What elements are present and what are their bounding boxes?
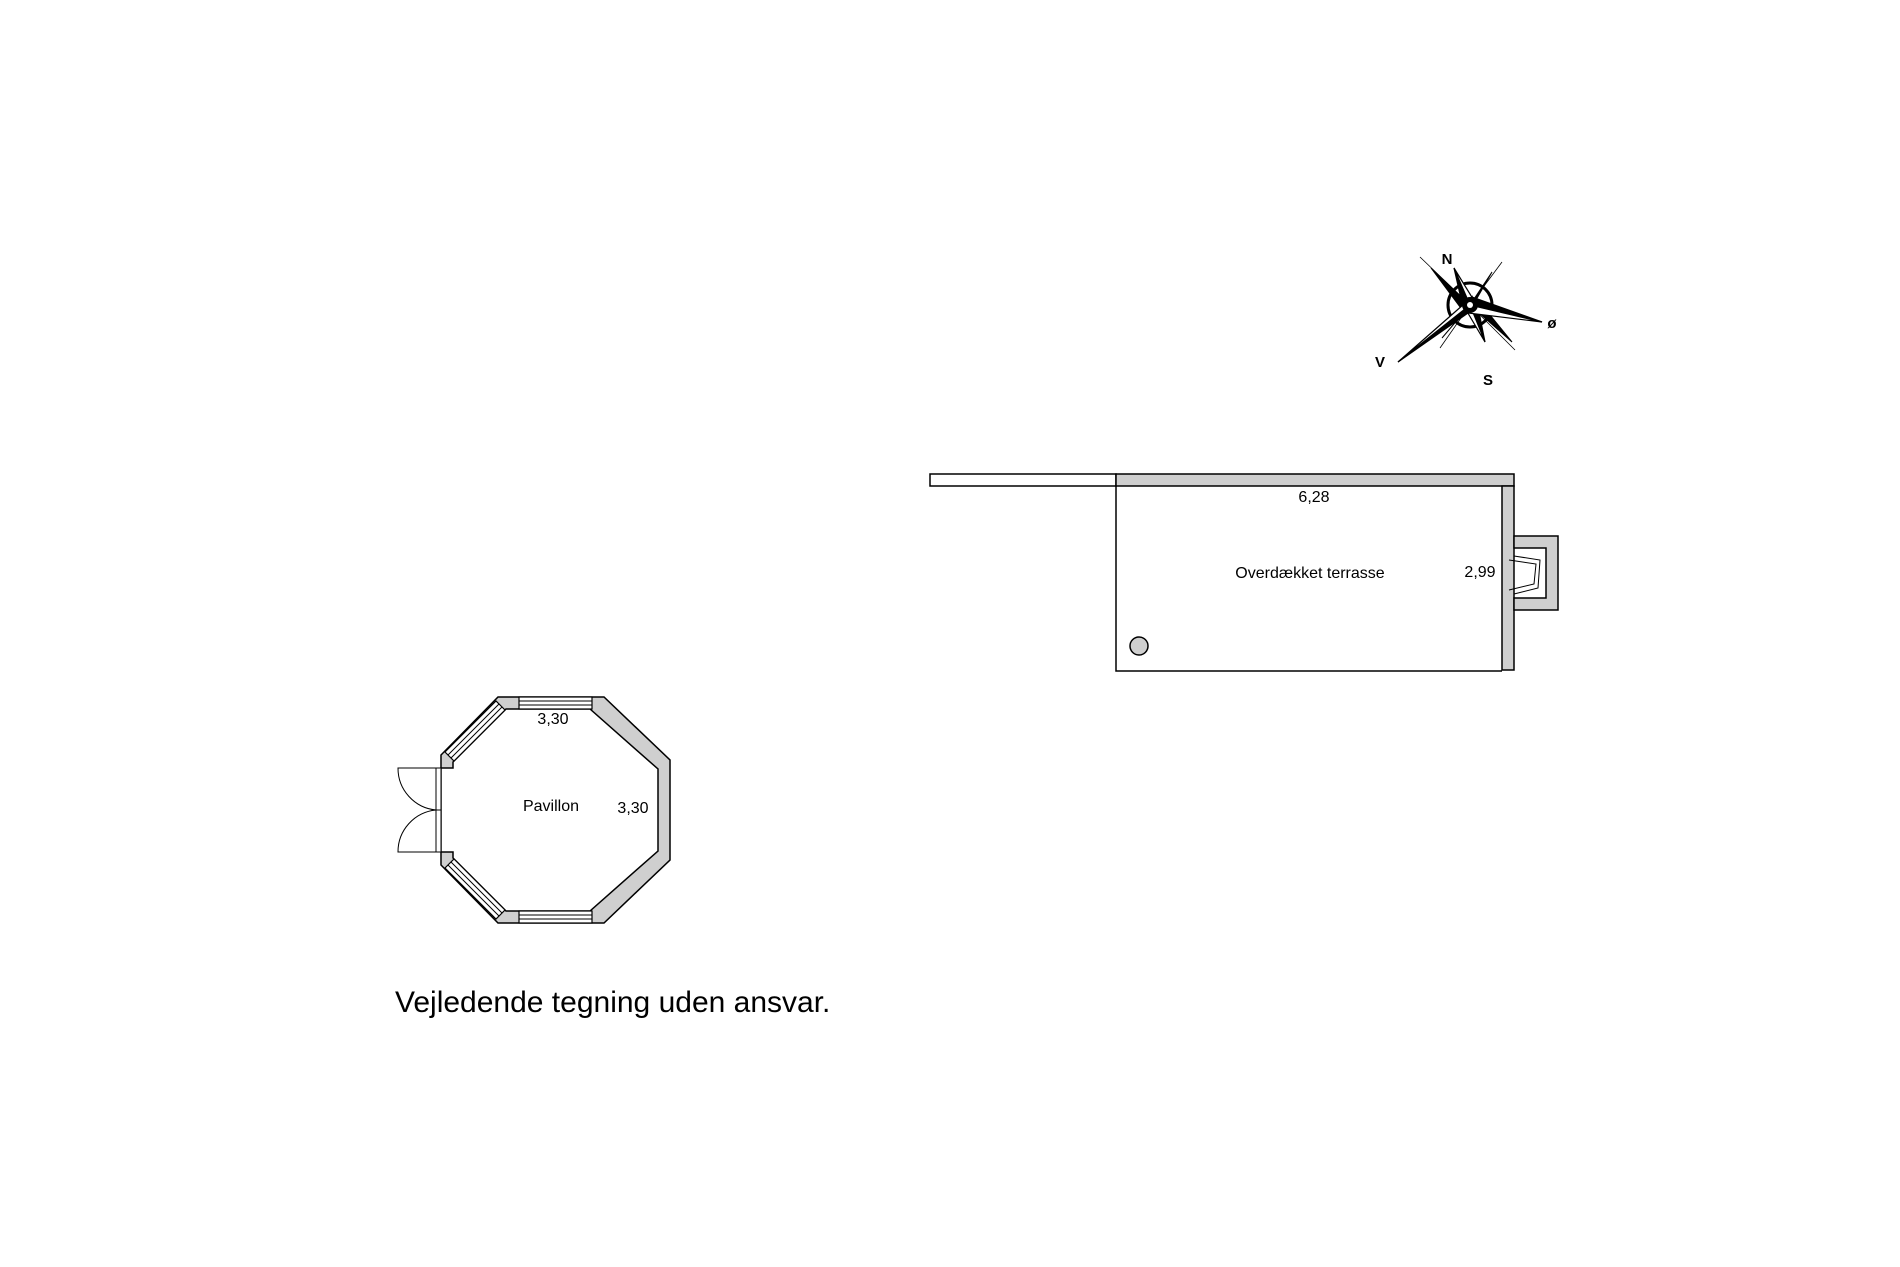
compass-east-label: ø [1547,315,1557,332]
terrace-post [1129,636,1149,656]
terrace-right-wall [1501,485,1515,671]
pavilion: 3,30 Pavillon 3,30 [397,696,671,924]
disclaimer-note: Vejledende tegning uden ansvar. [395,986,830,1019]
terrace-width-label: 6,28 [1298,489,1329,506]
window-top [518,696,593,710]
compass-west-label: V [1375,354,1385,371]
terrace-top-wall [1115,473,1515,487]
covered-terrace: 6,28 Overdækket terrasse 2,99 [929,473,1559,672]
compass-south-label: S [1483,372,1493,389]
terrace-outline [1115,486,1502,672]
window-lower-left [444,858,506,920]
pavilion-width-label: 3,30 [537,711,568,728]
pavilion-depth-label: 3,30 [617,800,648,817]
terrace-name-label: Overdækket terrasse [1235,565,1384,582]
pavilion-double-door [397,767,442,853]
fireplace [1513,535,1559,611]
fireplace-inner [1508,559,1537,591]
compass-rose: N ø S V [1375,251,1557,389]
window-upper-left [444,700,506,762]
window-bottom [518,910,593,924]
compass-north-label: N [1442,251,1453,268]
terrace-depth-label: 2,99 [1464,564,1495,581]
pavilion-name-label: Pavillon [523,798,579,815]
terrace-beam [929,473,1117,487]
